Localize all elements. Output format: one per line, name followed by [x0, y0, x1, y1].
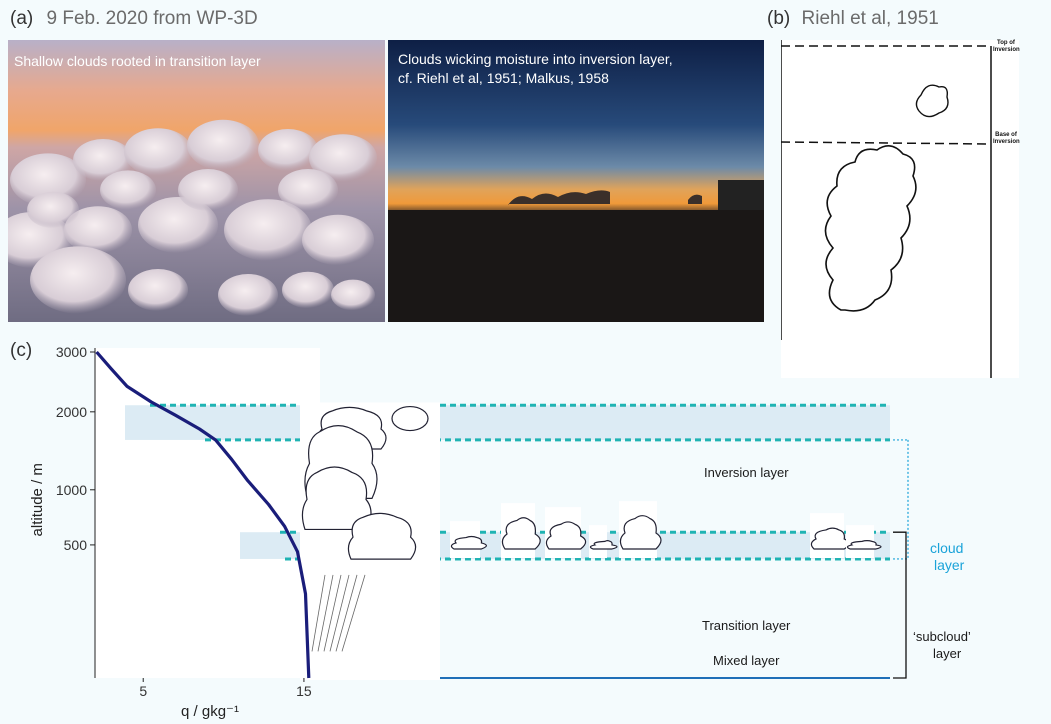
ocean-dark	[388, 210, 764, 322]
x-tick-label: 15	[296, 683, 312, 699]
distant-cloud	[688, 194, 702, 204]
cloud-puff	[30, 246, 126, 314]
moisture-streak	[323, 574, 342, 652]
profile-chart: 500 1000 2000 3000 5 15 q / gkg⁻¹ altitude / m	[29, 344, 909, 720]
x-axis-label: q / gkg⁻¹	[181, 703, 239, 720]
cloud-puff	[278, 169, 338, 211]
transition-layer-label: Transition layer	[702, 618, 791, 633]
y-tick-label: 1000	[56, 482, 87, 498]
riehl-base-label: Base of Inversion	[993, 132, 1020, 146]
mixed-layer-label: Mixed layer	[713, 653, 780, 668]
cloud-puff	[100, 170, 156, 210]
riehl-sketch-drawing	[780, 40, 992, 378]
cloud-puff	[27, 191, 79, 229]
cloud-field	[8, 119, 377, 316]
photo-wicking-clouds: Clouds wicking moisture into inversion l…	[388, 40, 764, 322]
panel-a-title: 9 Feb. 2020 from WP-3D	[46, 8, 258, 29]
riehl-base-label-1: Base of	[995, 132, 1017, 138]
photo-right-caption-line1: Clouds wicking moisture into inversion l…	[398, 51, 673, 67]
panel-b-title: Riehl et al, 1951	[801, 8, 939, 29]
subcloud-label-2: layer	[933, 646, 962, 661]
photo-right-caption-line2: cf. Riehl et al, 1951; Malkus, 1958	[398, 70, 609, 86]
cloud-puff	[64, 206, 132, 254]
cloud-puff	[282, 271, 334, 309]
small-cumulus	[846, 540, 882, 550]
cloud-puff	[128, 269, 188, 311]
riehl-detached-cloud	[915, 84, 949, 118]
inversion-layer-label: Inversion layer	[704, 465, 789, 480]
panel-b-label: (b) Riehl et al, 1951	[767, 8, 939, 30]
photo-shallow-clouds: Shallow clouds rooted in transition laye…	[8, 40, 385, 322]
small-cumulus	[619, 515, 662, 550]
x-tick-label: 5	[139, 683, 147, 699]
profile-series	[95, 350, 311, 679]
axes: 500 1000 2000 3000 5 15 q / gkg⁻¹ altitude / m	[29, 344, 312, 720]
riehl-base-label-2: Inversion	[993, 139, 1020, 145]
cloud-puff	[138, 197, 218, 253]
small-cumulus	[450, 535, 488, 550]
moisture-streak	[341, 574, 366, 652]
dark-cloud-tops	[508, 190, 610, 205]
cloud-puff	[218, 274, 278, 316]
riehl-top-label: Top of Inversion	[993, 40, 1020, 54]
subcloud-bracket	[893, 531, 907, 679]
detached-cloud	[391, 405, 429, 432]
panel-a-label: (a) 9 Feb. 2020 from WP-3D	[10, 8, 258, 30]
panel-b-letter: (b)	[767, 8, 791, 29]
cloud-puff	[178, 169, 238, 211]
moisture-streak	[311, 574, 326, 652]
layer-band	[125, 405, 890, 440]
y-tick-label: 3000	[56, 344, 87, 360]
photo-wicking-clouds-image	[388, 40, 764, 322]
y-axis-label: altitude / m	[29, 463, 46, 536]
photo-left-caption: Shallow clouds rooted in transition laye…	[14, 53, 261, 69]
humidity-profile-line	[95, 350, 311, 679]
cloud-layer-label-1: cloud	[930, 540, 964, 556]
y-tick-label: 2000	[56, 404, 87, 420]
big-cloud-lower	[301, 466, 372, 531]
riehl-tall-cloud	[824, 145, 917, 312]
moisture-streak	[335, 574, 358, 652]
panel-a-letter: (a)	[10, 8, 34, 29]
big-cloud-base	[347, 512, 417, 560]
small-cumulus	[545, 521, 587, 550]
cloud-puff	[224, 199, 312, 261]
photo-shallow-clouds-image	[8, 40, 385, 322]
subcloud-label-1: ‘subcloud’	[913, 629, 971, 644]
moisture-streak	[317, 574, 334, 652]
cloud-puff	[187, 119, 259, 171]
cloud-puff	[73, 139, 133, 181]
cloud-layer-label-2: layer	[934, 557, 965, 573]
photo-right-caption: Clouds wicking moisture into inversion l…	[398, 50, 673, 88]
panel-c-label: (c)	[10, 340, 33, 361]
cloud-puff	[10, 153, 86, 207]
cloud-puff	[331, 279, 375, 311]
layer-brackets	[893, 439, 909, 679]
cloud-puff	[124, 128, 192, 176]
y-tick-label: 500	[64, 537, 88, 553]
moisture-streak	[329, 574, 350, 652]
cloud-sketches	[300, 402, 882, 680]
riehl-sketch: Top of Inversion Base of Inversion	[780, 40, 1020, 378]
riehl-top-label-2: Inversion	[993, 47, 1020, 53]
cloud-puff	[309, 134, 377, 182]
small-cumulus	[589, 540, 618, 550]
cloud-puff	[302, 214, 374, 266]
small-cumulus	[501, 517, 541, 550]
plot-background	[95, 348, 320, 678]
riehl-top-label-1: Top of	[997, 40, 1015, 46]
cloud-puff	[258, 129, 318, 171]
